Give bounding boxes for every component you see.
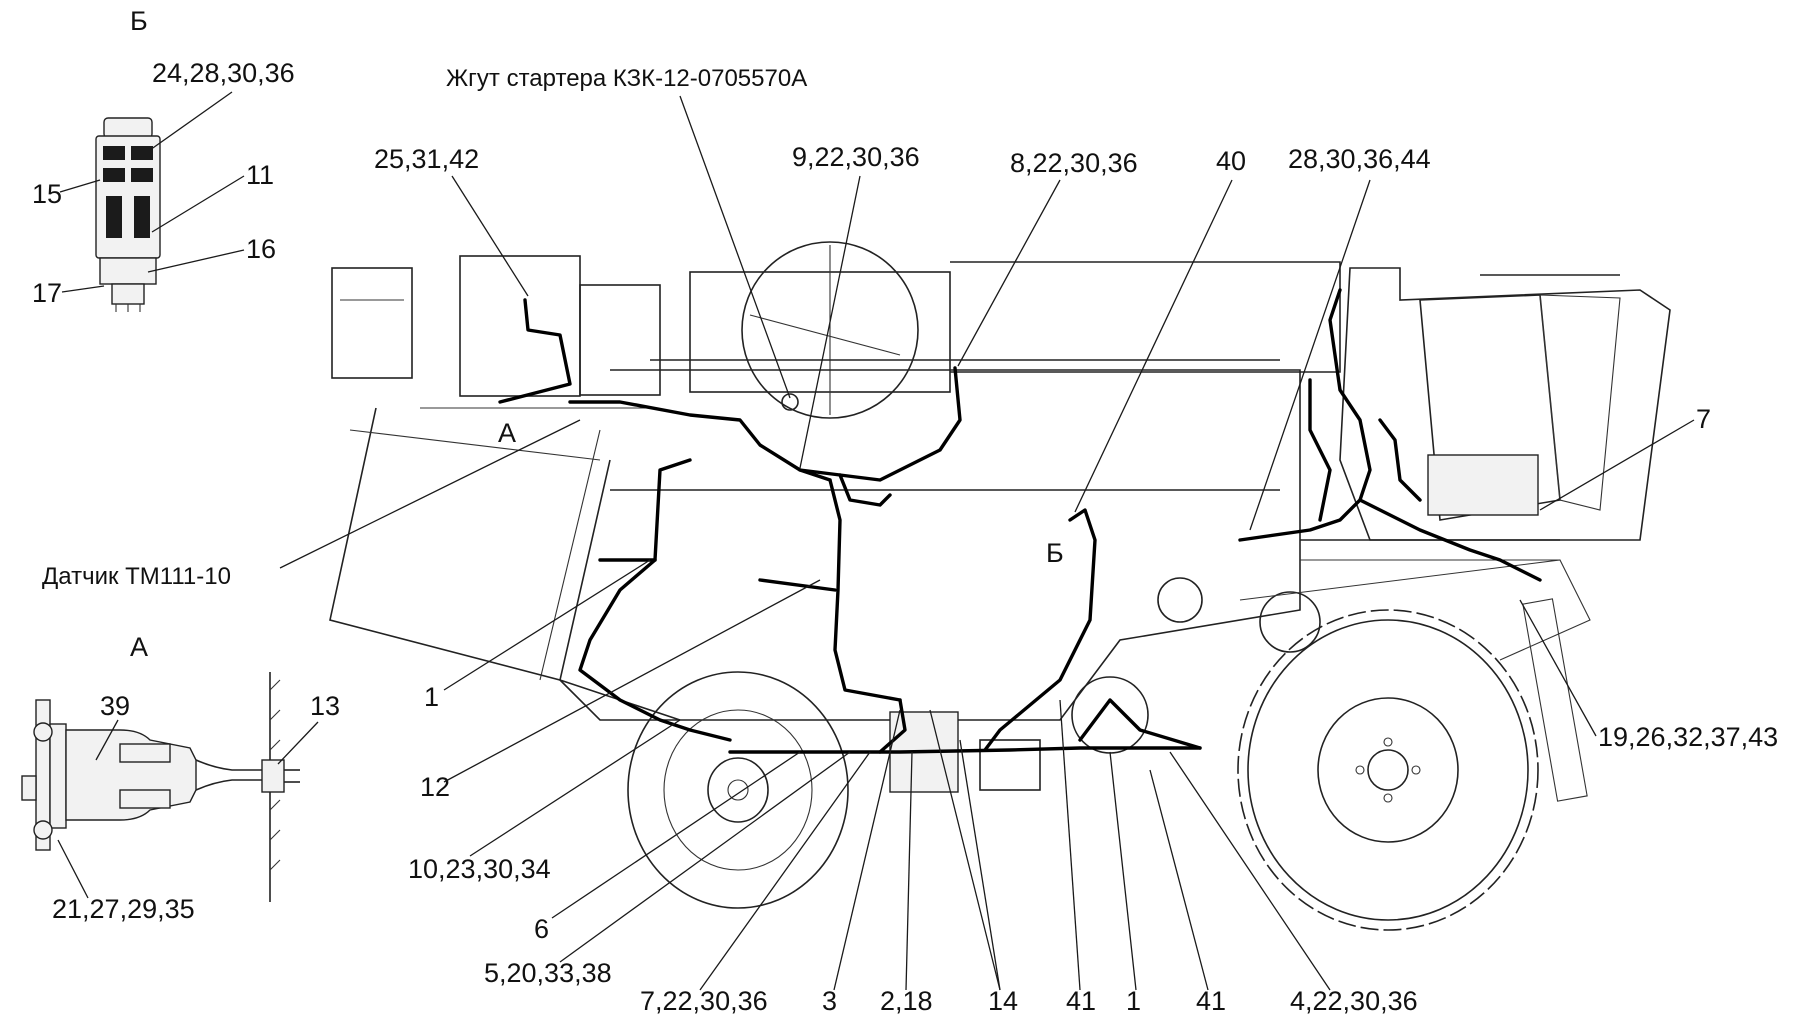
label-4-22-30-36: 4,22,30,36 xyxy=(1290,986,1418,1016)
label-7-22-30-36: 7,22,30,36 xyxy=(640,986,768,1016)
label-10-23-30-34: 10,23,30,34 xyxy=(408,854,551,884)
label-28-30-36-44: 28,30,36,44 xyxy=(1288,144,1431,174)
detail-b-view: Б 24,28,30,36 15 11 16 17 xyxy=(32,6,295,312)
label-9-22-30-36: 9,22,30,36 xyxy=(792,142,920,172)
sensor-title: Датчик ТМ111-10 xyxy=(42,563,231,590)
label-2-18: 2,18 xyxy=(880,986,933,1016)
view-marker-b: Б xyxy=(1046,538,1064,568)
label-41-a: 41 xyxy=(1066,986,1096,1016)
view-marker-a: А xyxy=(498,418,516,448)
detail-a-view: А 39 13 21,27,29,35 xyxy=(21,632,340,924)
label-14: 14 xyxy=(988,986,1018,1016)
label-5-20-33-38: 5,20,33,38 xyxy=(484,958,612,988)
label-6: 6 xyxy=(534,914,549,944)
label-25-31-42: 25,31,42 xyxy=(374,144,479,174)
combine-cab xyxy=(1300,267,1671,561)
detail-a-label-bottom: 21,27,29,35 xyxy=(52,894,195,924)
label-3: 3 xyxy=(822,986,837,1016)
label-1-bottom: 1 xyxy=(1126,986,1141,1016)
label-12: 12 xyxy=(420,772,450,802)
combine-upper-body xyxy=(331,241,1341,491)
engine-pulleys xyxy=(1071,559,1591,802)
detail-b-connector-drawing xyxy=(95,117,161,312)
label-1-left: 1 xyxy=(424,682,439,712)
label-41-b: 41 xyxy=(1196,986,1226,1016)
detail-b-label-top: 24,28,30,36 xyxy=(152,58,295,88)
detail-a-letter: А xyxy=(130,632,148,662)
detail-b-label-15: 15 xyxy=(32,179,62,209)
detail-b-label-17: 17 xyxy=(32,278,62,308)
label-19-26-32-37-43: 19,26,32,37,43 xyxy=(1598,722,1778,752)
label-40: 40 xyxy=(1216,146,1246,176)
label-7-right: 7 xyxy=(1696,404,1711,434)
combine-chassis xyxy=(559,369,1301,721)
detail-a-terminal-drawing xyxy=(21,672,300,902)
rear-wheel xyxy=(1237,609,1539,931)
detail-b-label-16: 16 xyxy=(246,234,276,264)
combine-side-view: Жгут стартера КЗК-12-0705570А Датчик ТМ1… xyxy=(42,65,1778,1016)
front-wheel xyxy=(627,671,849,909)
wiring-harness xyxy=(498,288,1542,754)
starter-harness-title: Жгут стартера КЗК-12-0705570А xyxy=(446,65,807,92)
combine-header xyxy=(329,407,681,721)
leader-lines xyxy=(279,95,1695,991)
detail-a-label-13: 13 xyxy=(310,691,340,721)
detail-a-label-39: 39 xyxy=(100,691,130,721)
detail-b-letter: Б xyxy=(130,6,148,36)
detail-b-label-11: 11 xyxy=(246,160,274,190)
label-8-22-30-36: 8,22,30,36 xyxy=(1010,148,1138,178)
distribution-box xyxy=(979,739,1041,791)
